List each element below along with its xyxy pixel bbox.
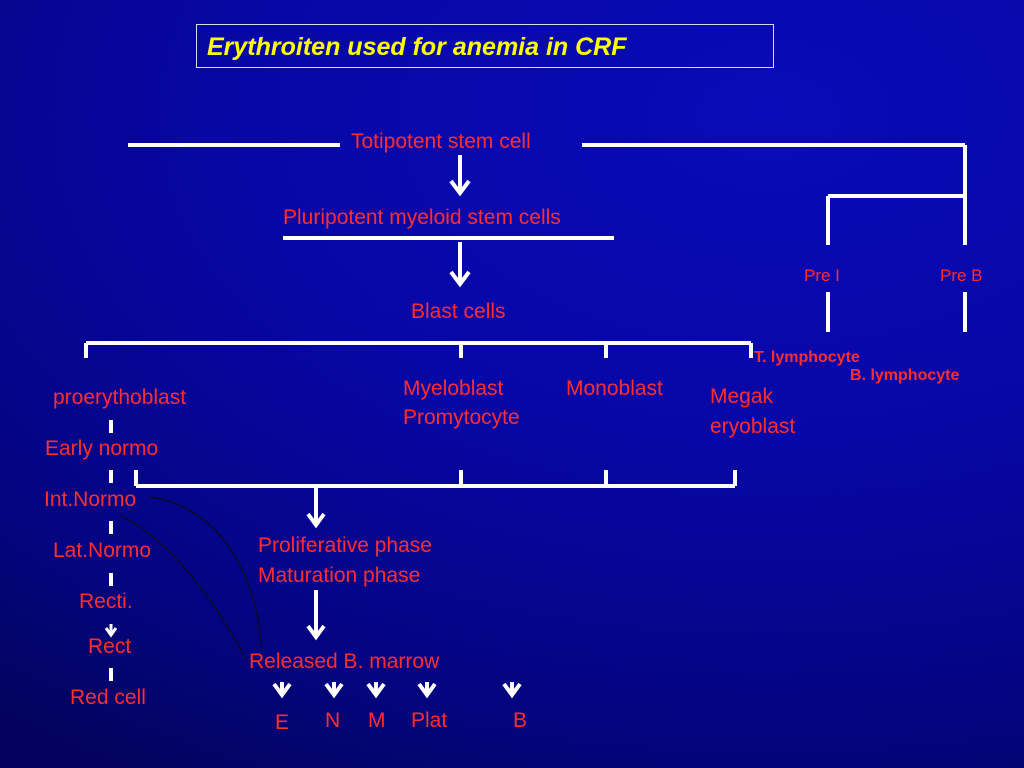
node-proliferative-phase: Proliferative phase (258, 534, 432, 557)
node-recti: Recti. (79, 590, 133, 613)
output-m: M (368, 709, 386, 732)
output-plat: Plat (411, 709, 448, 732)
node-red-cell: Red cell (70, 686, 146, 709)
out-arrow-b (502, 682, 522, 699)
node-pre-i: Pre I (804, 266, 840, 285)
arrow-4-head (306, 624, 326, 641)
out-arrow-plat (417, 682, 437, 699)
out-arrow-e (272, 682, 292, 699)
node-monoblast: Monoblast (566, 377, 663, 400)
node-b-lymphocyte: B. lymphocyte (850, 367, 960, 384)
node-megak-line1: Megak (710, 385, 774, 408)
output-n: N (325, 709, 341, 732)
title-box: Erythroiten used for anemia in CRF (196, 24, 774, 68)
node-int-normo: Int.Normo (44, 488, 137, 511)
output-b: B (513, 709, 528, 732)
node-rect: Rect (88, 635, 132, 658)
node-pre-b: Pre B (940, 266, 983, 285)
ery-arrow-head (104, 627, 118, 638)
out-arrow-m (366, 682, 386, 699)
node-proerythroblast: proerythoblast (53, 386, 187, 409)
node-maturation-phase: Maturation phase (258, 564, 421, 587)
node-myeloblast: Myeloblast (403, 377, 504, 400)
arrow-3-head (306, 512, 326, 529)
arrow-1-head (449, 179, 471, 197)
node-promyelocyte: Promytocyte (403, 406, 520, 429)
arrow-2-head (449, 270, 471, 288)
curve-2 (119, 514, 246, 659)
node-released: Released B. marrow (249, 650, 440, 673)
node-blast: Blast cells (411, 300, 506, 323)
output-e: E (275, 711, 290, 734)
node-lat-normo: Lat.Normo (53, 539, 152, 562)
node-totipotent: Totipotent stem cell (351, 130, 531, 153)
slide-title: Erythroiten used for anemia in CRF (207, 33, 627, 61)
node-early-normo: Early normo (45, 437, 159, 460)
curve-1 (149, 496, 263, 651)
node-t-lymphocyte: T. lymphocyte (754, 349, 860, 366)
out-arrow-n (324, 682, 344, 699)
node-megak-line2: eryoblast (710, 415, 796, 438)
node-pluripotent: Pluripotent myeloid stem cells (283, 206, 561, 229)
